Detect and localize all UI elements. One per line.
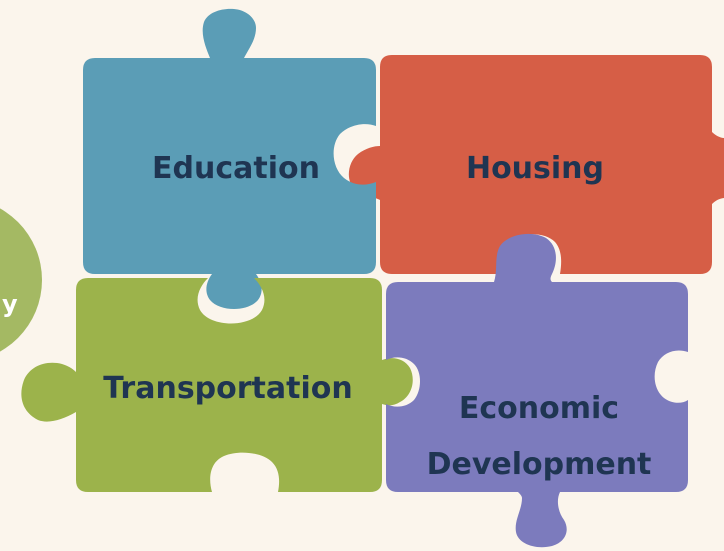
economic-development-label-line2: Development <box>427 447 652 482</box>
education-piece <box>83 8 376 310</box>
circle-partial-text: y <box>2 290 18 318</box>
transportation-piece <box>21 278 413 492</box>
partial-circle <box>0 208 42 352</box>
housing-piece <box>348 55 724 274</box>
transportation-label: Transportation <box>103 371 352 406</box>
housing-label: Housing <box>466 151 604 186</box>
economic-development-piece <box>386 233 688 548</box>
education-label: Education <box>152 151 320 186</box>
economic-development-label-line1: Economic <box>459 391 619 426</box>
